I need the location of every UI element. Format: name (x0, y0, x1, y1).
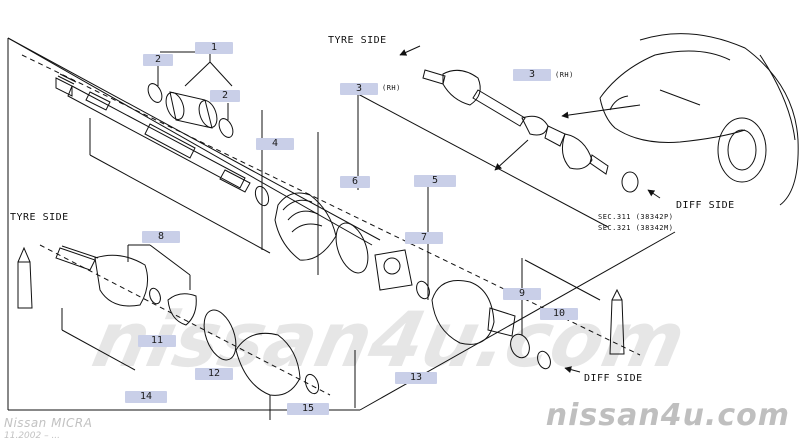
section-ref-1: SEC.311 (38342P) (598, 213, 674, 221)
rh-label-3: (RH) (382, 84, 401, 92)
callout-15[interactable]: 15 (287, 403, 329, 415)
callout-13[interactable]: 13 (395, 372, 437, 384)
callout-2b[interactable]: 2 (210, 90, 240, 102)
callout-3a[interactable]: 3 (340, 83, 378, 95)
callout-7[interactable]: 7 (405, 232, 443, 244)
callout-6[interactable]: 6 (340, 176, 370, 188)
section-ref-2: SEC.321 (38342M) (598, 224, 674, 232)
callout-8[interactable]: 8 (142, 231, 180, 243)
callout-11[interactable]: 11 (138, 335, 176, 347)
callout-3b[interactable]: 3 (513, 69, 551, 81)
model-name: Nissan MICRA (4, 416, 93, 430)
callout-12[interactable]: 12 (195, 368, 233, 380)
callout-10[interactable]: 10 (540, 308, 578, 320)
callout-1[interactable]: 1 (195, 42, 233, 54)
tyre-side-label-left: TYRE SIDE (10, 212, 69, 223)
diff-side-label-right: DIFF SIDE (676, 200, 735, 211)
drive-shaft (55, 73, 251, 193)
callout-9[interactable]: 9 (503, 288, 541, 300)
callout-5[interactable]: 5 (414, 175, 456, 187)
callout-2a[interactable]: 2 (143, 54, 173, 66)
rh-label-3b: (RH) (555, 71, 574, 79)
model-date: 11.2002 – ... (4, 431, 61, 441)
brand-logo: nissan4u.com (545, 398, 790, 433)
tyre-side-label-top: TYRE SIDE (328, 35, 387, 46)
callout-14[interactable]: 14 (125, 391, 167, 403)
callout-4[interactable]: 4 (256, 138, 294, 150)
diff-side-label-bottom: DIFF SIDE (584, 373, 643, 384)
